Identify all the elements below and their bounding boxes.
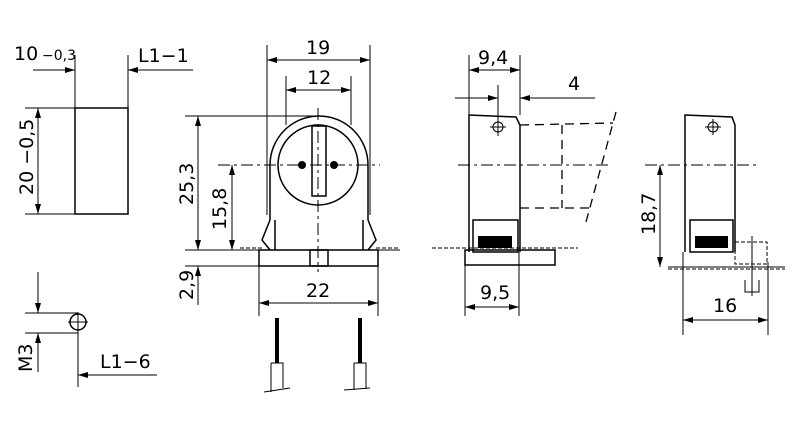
- dim-width-12: 12: [307, 67, 331, 89]
- mounted-side-view: 18,7 16: [638, 114, 785, 335]
- spacer-block: [74, 107, 129, 215]
- base-plate-side: [464, 249, 556, 266]
- dim-width-10: 10: [14, 43, 38, 65]
- dim-width-9-5: 9,5: [480, 282, 510, 304]
- ref-l1-6: L1−6: [100, 351, 151, 373]
- dim-height-25-3: 25,3: [176, 163, 198, 205]
- dim-width-16: 16: [713, 295, 737, 317]
- dim-width-9-4: 9,4: [478, 47, 508, 69]
- dim-height-20: 20 −0,5: [16, 119, 38, 195]
- lamp-slot: [311, 125, 327, 197]
- dim-offset-4: 4: [568, 73, 580, 95]
- dim-tolerance: −0,3: [42, 48, 76, 64]
- dim-height-15-8: 15,8: [209, 188, 231, 230]
- ref-l1-1: L1−1: [138, 45, 189, 67]
- dim-width-22: 22: [306, 280, 330, 302]
- spacer-block-view: 10 −0,3 L1−1 20 −0,5: [14, 43, 193, 215]
- side-view: 9,4 4 9,5: [432, 47, 617, 316]
- dim-height-18-7: 18,7: [638, 193, 660, 235]
- clip: [472, 219, 519, 253]
- dim-height-2-9: 2,9: [176, 270, 198, 300]
- pin-contact: [298, 161, 306, 169]
- front-view: 19 12 25,3 15,8 2,9 22: [176, 37, 400, 393]
- holder-body-side: [468, 114, 521, 252]
- dim-m3: M3: [15, 344, 37, 372]
- holder-body: [269, 115, 369, 220]
- m3-hole-view: M3 L1−6: [15, 272, 157, 387]
- holder-body-mounted: [684, 114, 736, 252]
- screw-hole: [734, 241, 768, 265]
- clip: [689, 219, 734, 253]
- dim-width-19: 19: [306, 37, 330, 59]
